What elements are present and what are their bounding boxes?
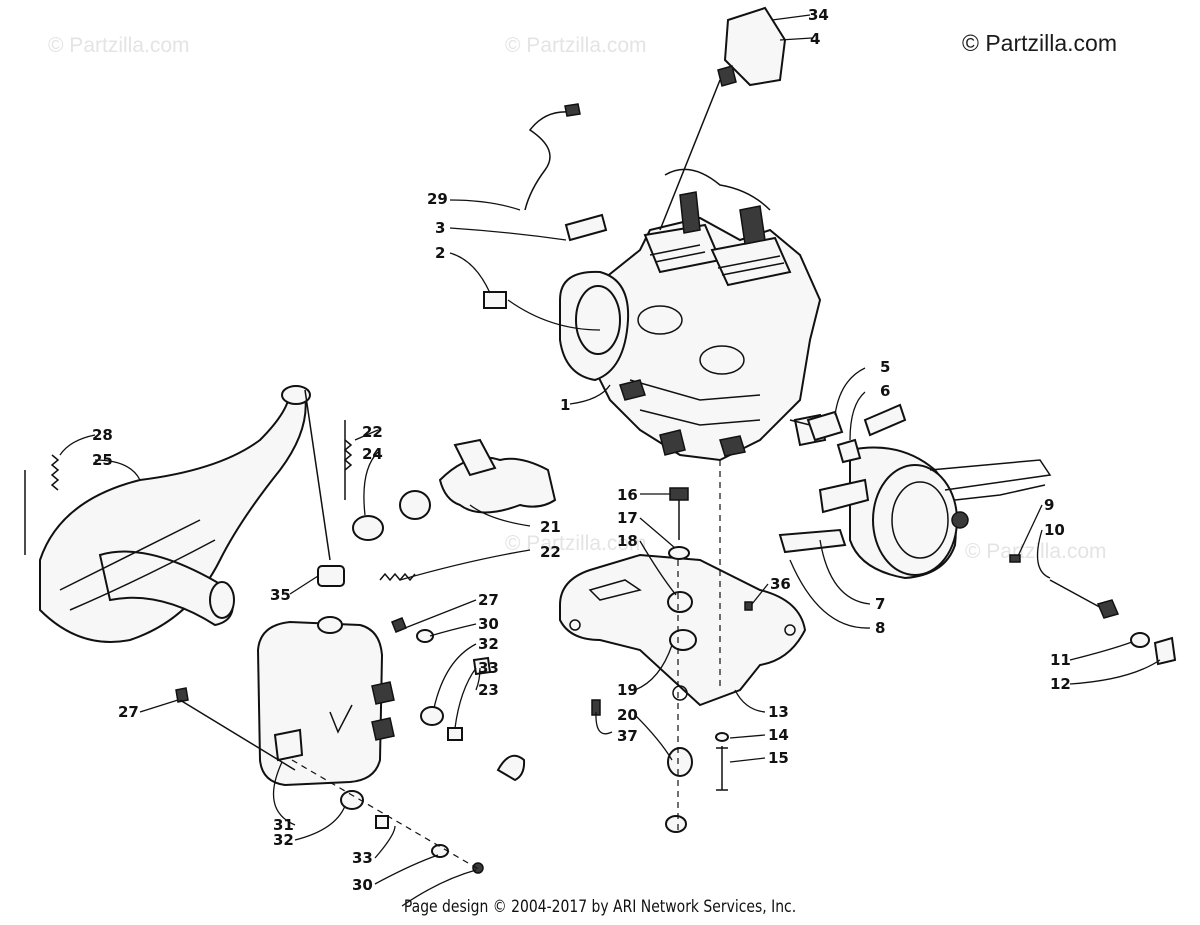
callout-23: 23 [478,681,499,699]
callout-11: 11 [1050,651,1071,669]
muffler [256,616,395,787]
watermark-top-left: © Partzilla.com [48,34,190,57]
callout-4: 4 [810,30,820,48]
exhaust-pipe [39,385,311,643]
watermark-mid-right: © Partzilla.com [965,540,1107,563]
part-number-callouts: 34 4 29 3 2 1 5 6 28 25 22 24 21 22 16 1… [92,6,1071,894]
page-footer-copyright: Page design © 2004-2017 by ARI Network S… [403,897,797,917]
callout-12: 12 [1050,675,1071,693]
callout-36: 36 [770,575,791,593]
callout-37: 37 [617,727,638,745]
callout-8: 8 [875,619,885,637]
exhaust-manifold [317,438,557,587]
hardware [24,389,1177,874]
callout-5: 5 [880,358,890,376]
callout-31: 31 [273,816,294,834]
callout-30-lower: 30 [352,876,373,894]
callout-22-lower: 22 [540,543,561,561]
drive-clutch [778,403,1052,580]
callout-13: 13 [768,703,789,721]
callout-32-lower: 32 [273,831,294,849]
engine-assembly [483,103,831,462]
callout-6: 6 [880,382,890,400]
callout-16: 16 [617,486,638,504]
callout-19: 19 [617,681,638,699]
callout-2: 2 [435,244,445,262]
callout-20: 20 [617,706,638,724]
callout-32-upper: 32 [478,635,499,653]
callout-7: 7 [875,595,885,613]
callout-33-upper: 33 [478,659,499,677]
callout-17: 17 [617,509,638,527]
callout-27-upper: 27 [478,591,499,609]
callout-21: 21 [540,518,561,536]
recoil-bracket [659,6,787,231]
callout-9: 9 [1044,496,1054,514]
callout-34: 34 [808,6,829,24]
callout-29: 29 [427,190,448,208]
callout-14: 14 [768,726,789,744]
callout-3: 3 [435,219,445,237]
watermark-mid-center: © Partzilla.com [505,532,647,555]
leader-lines [59,14,1161,907]
callout-10: 10 [1044,521,1065,539]
callout-22-upper: 22 [362,423,383,441]
callout-24: 24 [362,445,383,463]
watermark-top-center: © Partzilla.com [505,34,647,57]
callout-33-lower: 33 [352,849,373,867]
callout-30-upper: 30 [478,615,499,633]
callout-15: 15 [768,749,789,767]
watermark-top-right: © Partzilla.com [962,30,1117,56]
callout-18: 18 [617,532,638,550]
callout-28: 28 [92,426,113,444]
callout-1: 1 [560,396,570,414]
callout-27-lower: 27 [118,703,139,721]
callout-25: 25 [92,451,113,469]
callout-35: 35 [270,586,291,604]
